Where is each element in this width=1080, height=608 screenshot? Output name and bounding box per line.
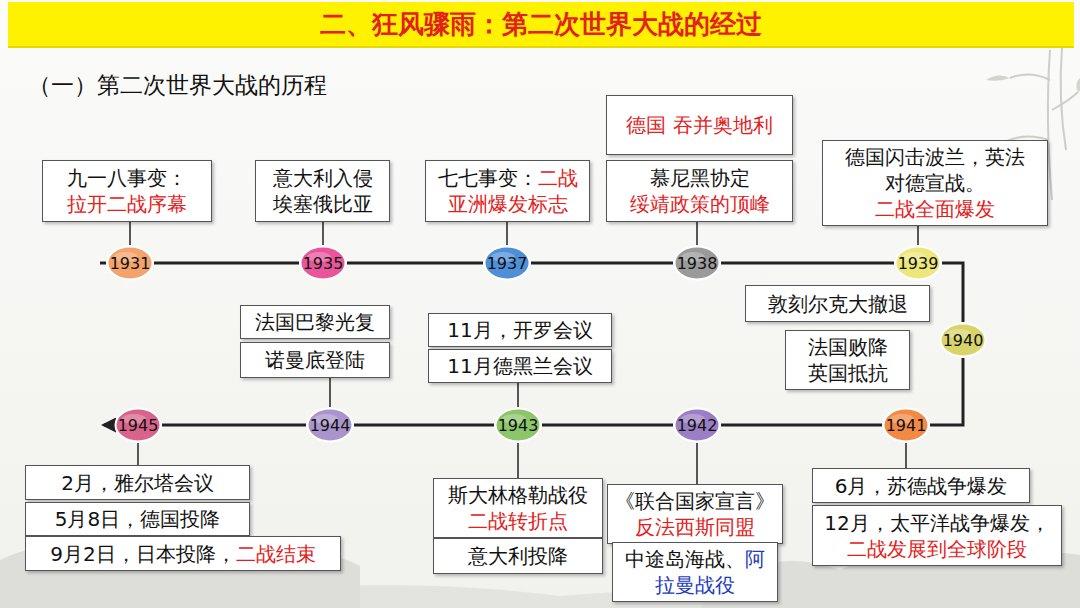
event-text: 二战结束 [236,542,316,566]
event-text: 绥靖政策的顶峰 [630,191,770,217]
event-box: 德国 吞并奥地利 [606,95,793,155]
title-text: 二、狂风骤雨：第二次世界大战的经过 [8,2,1074,46]
event-box: 意大利投降 [433,538,603,574]
event-box: 法国败降 英国抵抗 [785,330,910,390]
leader-line [517,383,519,407]
timeline-line [531,262,673,265]
timeline-line [162,424,306,427]
year-label: 1943 [498,416,539,435]
event-box: 12月，太平洋战争爆发，二战发展到全球阶段 [812,505,1062,566]
section-heading: （一）第二次世界大战的历程 [28,70,327,101]
event-text: 斯大林格勒战役 [448,482,588,508]
year-label: 1938 [677,254,718,273]
event-box: 敦刻尔克大撤退 [745,285,930,322]
event-text: 二战发展到全球阶段 [847,536,1027,562]
event-box: 9月2日，日本投降，二战结束 [25,536,341,571]
timeline-line [721,262,894,265]
year-circle: 1939 [894,245,942,281]
event-box: 11月德黑兰会议 [428,349,612,383]
leader-line [917,226,919,245]
year-circle: 1938 [673,245,721,281]
year-label: 1931 [110,254,151,273]
event-text: 中途岛海战、 [625,547,745,571]
year-label: 1944 [310,416,351,435]
event-box: 《联合国家宣言》反法西斯同盟 [607,484,783,544]
event-text: 慕尼黑协定 [650,165,750,191]
timeline-line [347,262,483,265]
event-text: 2月，雅尔塔会议 [61,470,214,496]
event-text: 德国 吞并奥地利 [626,112,772,138]
year-circle: 1943 [494,407,542,443]
event-text: 敦刻尔克大撤退 [768,291,908,317]
event-text: 法国败降 英国抵抗 [792,334,903,386]
event-text: 诺曼底登陆 [265,347,365,373]
event-text: 拉开二战序幕 [67,191,187,217]
event-text: 6月，苏德战争爆发 [835,473,1008,499]
event-box: 5月8日，德国投降 [25,502,250,536]
year-label: 1941 [886,416,927,435]
year-circle: 1931 [106,245,154,281]
year-circle: 1944 [306,407,354,443]
event-text: 德国闪击波兰，英法 对德宣战。 [829,144,1041,196]
event-text: 七七事变： [438,166,538,190]
year-label: 1940 [943,331,984,350]
timeline-line [942,263,963,322]
event-text: 二战全面爆发 [875,196,995,222]
event-box: 九一八事变：拉开二战序幕 [42,160,212,222]
event-box: 11月，开罗会议 [428,313,612,347]
year-circle: 1941 [882,407,930,443]
leader-line [137,443,139,465]
event-text: 意大利入侵 埃塞俄比亚 [262,165,383,217]
leader-line [696,222,698,245]
year-label: 1935 [303,254,344,273]
event-text: 二战转折点 [468,508,568,534]
event-text: 反法西斯同盟 [635,514,755,540]
leader-line [506,222,508,245]
year-label: 1939 [898,254,939,273]
event-text: 《联合国家宣言》 [615,488,775,514]
year-circle: 1940 [939,322,987,358]
event-text: 意大利投降 [468,543,568,569]
year-circle: 1935 [299,245,347,281]
event-box: 德国闪击波兰，英法 对德宣战。二战全面爆发 [822,140,1048,226]
year-circle: 1945 [114,407,162,443]
leader-line [517,443,519,478]
event-box: 中途岛海战、阿 拉曼战役 [612,542,778,602]
event-box: 慕尼黑协定绥靖政策的顶峰 [606,160,793,222]
leader-line [696,443,698,484]
event-text: 12月，太平洋战争爆发， [824,510,1049,536]
event-box: 法国巴黎光复 [240,305,390,339]
year-label: 1942 [677,416,718,435]
year-label: 1937 [487,254,528,273]
event-box: 意大利入侵 埃塞俄比亚 [255,160,390,222]
event-text: 11月德黑兰会议 [447,353,592,379]
event-box: 诺曼底登陆 [240,342,390,378]
timeline-line [154,262,299,265]
timeline-line [542,424,673,427]
event-text: 九一八事变： [67,165,187,191]
event-box: 斯大林格勒战役二战转折点 [433,478,603,538]
leader-line [329,378,331,407]
event-text: 法国巴黎光复 [255,309,375,335]
year-label: 1945 [118,416,159,435]
timeline-line [930,358,963,425]
event-box: 2月，雅尔塔会议 [25,465,250,500]
leader-line [905,443,907,468]
year-circle: 1937 [483,245,531,281]
leader-line [129,222,131,245]
timeline-line [354,424,494,427]
event-text: 5月8日，德国投降 [55,506,220,532]
event-text: 11月，开罗会议 [447,317,592,343]
timeline-line [721,424,882,427]
year-circle: 1942 [673,407,721,443]
event-text: 9月2日，日本投降， [50,542,235,566]
event-box: 6月，苏德战争爆发 [812,468,1030,503]
event-box: 七七事变：二战 亚洲爆发标志 [425,160,590,222]
leader-line [322,222,324,245]
